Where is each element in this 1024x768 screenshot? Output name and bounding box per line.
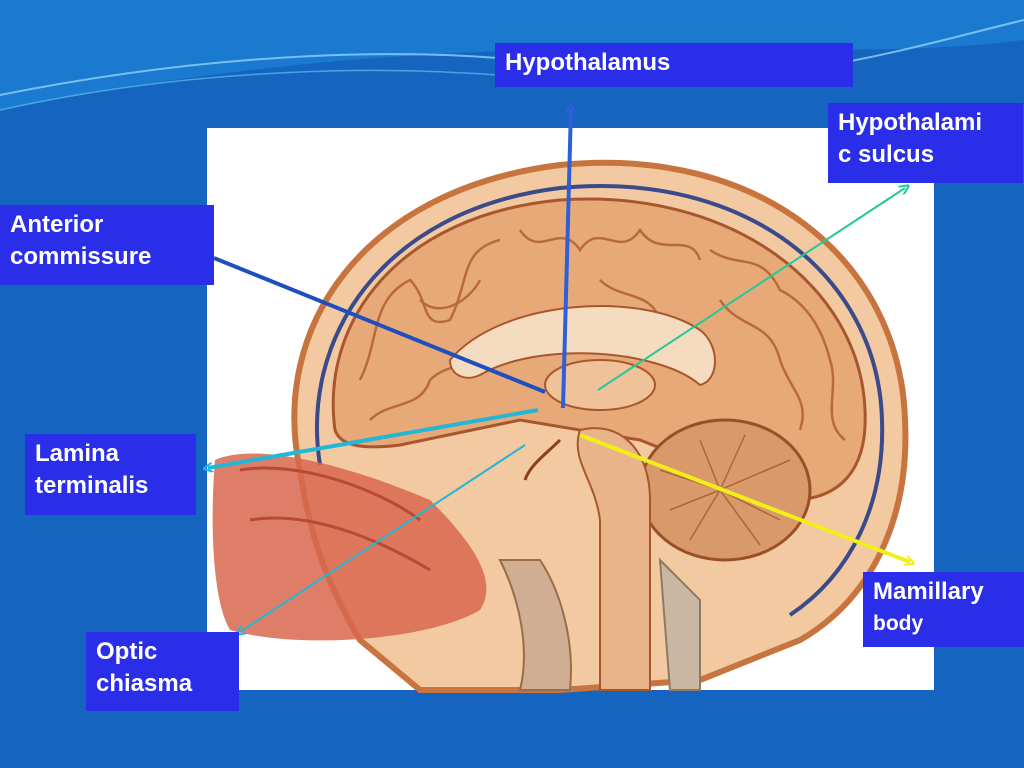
pointer-lamina-terminalis bbox=[208, 408, 539, 468]
pointer-optic-chiasma bbox=[240, 444, 526, 632]
label-hypothalamic-sulcus-line1: Hypothalami bbox=[838, 109, 983, 136]
label-hypothalamic-sulcus: Hypothalami c sulcus bbox=[828, 103, 1023, 183]
label-optic-chiasma: Optic chiasma bbox=[86, 632, 239, 711]
label-mamillary-body: Mamillary body bbox=[863, 572, 1024, 647]
label-lamina-terminalis-line2: terminalis bbox=[35, 472, 149, 499]
pointer-anterior-commissure bbox=[213, 256, 546, 394]
label-optic-chiasma-line1: Optic bbox=[96, 638, 158, 665]
label-optic-chiasma-line2: chiasma bbox=[96, 670, 193, 697]
pointer-hypothalamus bbox=[561, 108, 571, 409]
label-hypothalamus-line1: Hypothalamus bbox=[505, 49, 671, 76]
label-mamillary-body-line2: body bbox=[873, 612, 924, 635]
label-lamina-terminalis: Lamina terminalis bbox=[25, 434, 196, 515]
label-lamina-terminalis-line1: Lamina bbox=[35, 440, 120, 467]
brainstem bbox=[576, 427, 651, 691]
pointer-mamillary-body bbox=[579, 433, 910, 562]
label-mamillary-body-line1: Mamillary bbox=[873, 578, 984, 605]
label-anterior-commissure: Anterior commissure bbox=[0, 205, 214, 285]
label-anterior-commissure-line2: commissure bbox=[10, 243, 152, 270]
label-hypothalamic-sulcus-line2: c sulcus bbox=[838, 141, 935, 168]
corpus-callosum bbox=[448, 305, 716, 387]
pointer-hypothalamic-sulcus bbox=[597, 188, 905, 391]
label-anterior-commissure-line1: Anterior bbox=[10, 211, 104, 238]
label-hypothalamus: Hypothalamus bbox=[495, 43, 853, 87]
nasal-cavity bbox=[212, 453, 487, 641]
